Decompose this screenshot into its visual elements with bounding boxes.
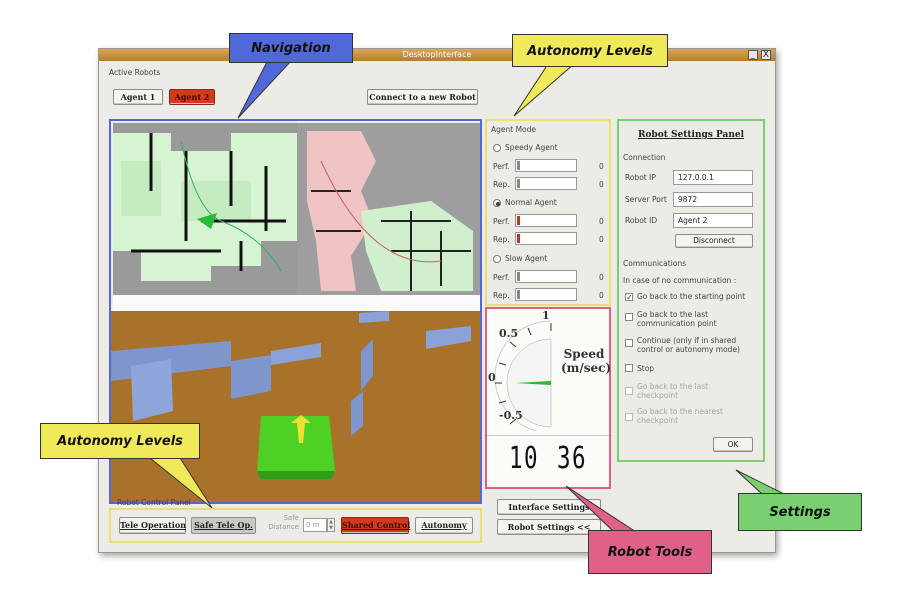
- callout-robot-tools: Robot Tools: [588, 530, 712, 574]
- robot-ip-label: Robot IP: [625, 173, 656, 182]
- navigation-panel: [109, 119, 482, 504]
- autonomy-button[interactable]: Autonomy: [415, 517, 473, 534]
- speed-label: Speed (m/sec): [561, 347, 612, 375]
- map-view[interactable]: [111, 121, 480, 311]
- tools-divider: [487, 435, 609, 436]
- control-panel-label: Robot Control Panel: [117, 498, 191, 507]
- robot-id-input[interactable]: Agent 2: [673, 213, 753, 228]
- callout-settings: Settings: [738, 493, 862, 531]
- robot-ip-input[interactable]: 127.0.0.1: [673, 170, 753, 185]
- speed-tick-0-5: 0.5: [499, 327, 519, 340]
- callout-autonomy-levels-bottom: Autonomy Levels: [40, 423, 200, 459]
- agent-mode-title: Agent Mode: [491, 125, 537, 134]
- title-bar: DesktopInterface: [99, 49, 775, 61]
- agent-mode-panel: Agent Mode Speedy Agent Perf. 0 Rep. 0 N…: [485, 119, 611, 306]
- safe-distance-input[interactable]: 0 m: [303, 518, 327, 532]
- safe-distance-label: Safe Distance: [261, 514, 299, 532]
- rep-label: Rep.: [493, 291, 510, 300]
- ok-button[interactable]: OK: [713, 437, 753, 452]
- robot-id-label: Robot ID: [625, 216, 658, 225]
- opt-nearest-checkpoint-checkbox[interactable]: [625, 413, 633, 421]
- tele-operation-button[interactable]: Tele Operation: [119, 517, 186, 534]
- safe-distance-label-1: Safe: [283, 514, 299, 522]
- opt-last-comm-label: Go back to the last communication point: [637, 310, 717, 328]
- normal-perf-value: 0: [599, 217, 604, 226]
- rep-label: Rep.: [493, 180, 510, 189]
- connect-new-robot-button[interactable]: Connect to a new Robot: [367, 89, 478, 105]
- 3d-view[interactable]: [111, 311, 480, 502]
- safe-tele-op-button[interactable]: Safe Tele Op.: [191, 517, 256, 534]
- slow-perf-bar: [515, 270, 577, 283]
- speedy-rep-value: 0: [599, 180, 604, 189]
- opt-last-checkpoint-checkbox[interactable]: [625, 387, 633, 395]
- callout-autonomy-levels-top: Autonomy Levels: [512, 34, 668, 67]
- speed-gauge: [494, 320, 552, 431]
- opt-start-point-checkbox[interactable]: ✓: [625, 293, 633, 302]
- opt-last-checkpoint-label: Go back to the last checkpoint: [637, 382, 709, 400]
- robot-tools-panel: 1 0.5 0 -0.5 Speed (m/sec) 10 36: [485, 307, 611, 489]
- slow-perf-value: 0: [599, 273, 604, 282]
- slow-agent-radio[interactable]: [493, 255, 501, 263]
- normal-rep-value: 0: [599, 235, 604, 244]
- opt-start-point-label: Go back to the starting point: [637, 292, 746, 301]
- agent-1-button[interactable]: Agent 1: [113, 89, 163, 105]
- speed-label-line1: Speed: [563, 347, 605, 361]
- window-title: DesktopInterface: [402, 50, 472, 59]
- normal-perf-bar: [515, 214, 577, 227]
- opt-nearest-checkpoint-label: Go back to the nearest checkpoint: [637, 407, 723, 425]
- normal-rep-bar: [515, 232, 577, 245]
- main-window: DesktopInterface _ X Active Robots Agent…: [98, 48, 776, 553]
- robot-settings-toggle-button[interactable]: Robot Settings <<: [497, 519, 601, 535]
- server-port-label: Server Port: [625, 195, 667, 204]
- slow-rep-bar: [515, 288, 577, 301]
- perf-label: Perf.: [493, 273, 510, 282]
- safe-distance-label-2: Distance: [268, 523, 299, 531]
- opt-stop-label: Stop: [637, 364, 655, 373]
- speed-tick-0: 0: [488, 371, 496, 384]
- close-button[interactable]: X: [761, 50, 771, 60]
- opt-continue-checkbox[interactable]: [625, 339, 633, 347]
- normal-agent-radio[interactable]: [493, 199, 501, 207]
- active-robots-label: Active Robots: [109, 68, 161, 77]
- shared-control-button[interactable]: Shared Control: [341, 517, 410, 534]
- speed-label-line2: (m/sec): [561, 361, 612, 375]
- perf-label: Perf.: [493, 217, 510, 226]
- rep-label: Rep.: [493, 235, 510, 244]
- safe-distance-spinner[interactable]: ▲▼: [327, 518, 335, 532]
- disconnect-button[interactable]: Disconnect: [675, 234, 753, 248]
- minimize-button[interactable]: _: [748, 50, 758, 60]
- server-port-input[interactable]: 9872: [673, 192, 753, 207]
- speedy-agent-radio[interactable]: [493, 144, 501, 152]
- robot-settings-panel: Robot Settings Panel Connection Robot IP…: [617, 119, 765, 462]
- opt-stop-checkbox[interactable]: [625, 364, 633, 372]
- speed-tick-neg-0-5: -0.5: [499, 409, 523, 422]
- agent-2-button[interactable]: Agent 2: [169, 89, 215, 105]
- connection-label: Connection: [623, 153, 666, 162]
- speedy-rep-bar: [515, 177, 577, 190]
- slow-agent-label: Slow Agent: [505, 254, 548, 263]
- speed-tick-1: 1: [542, 309, 550, 322]
- opt-last-comm-checkbox[interactable]: [625, 313, 633, 321]
- robot-control-panel: Tele Operation Safe Tele Op. Safe Distan…: [109, 508, 482, 543]
- perf-label: Perf.: [493, 162, 510, 171]
- speedy-agent-label: Speedy Agent: [505, 143, 558, 152]
- speedy-perf-bar: [515, 159, 577, 172]
- normal-agent-label: Normal Agent: [505, 198, 557, 207]
- display-left-digits: 10: [509, 441, 540, 476]
- interface-settings-button[interactable]: Interface Settings: [497, 499, 601, 515]
- communications-label: Communications: [623, 259, 687, 268]
- callout-navigation: Navigation: [229, 33, 353, 63]
- slow-rep-value: 0: [599, 291, 604, 300]
- settings-title: Robot Settings Panel: [637, 130, 745, 140]
- display-right-digits: 36: [557, 441, 588, 476]
- speedy-perf-value: 0: [599, 162, 604, 171]
- opt-continue-label: Continue (only if in shared control or a…: [637, 336, 740, 354]
- no-comm-label: In case of no communication :: [623, 276, 737, 285]
